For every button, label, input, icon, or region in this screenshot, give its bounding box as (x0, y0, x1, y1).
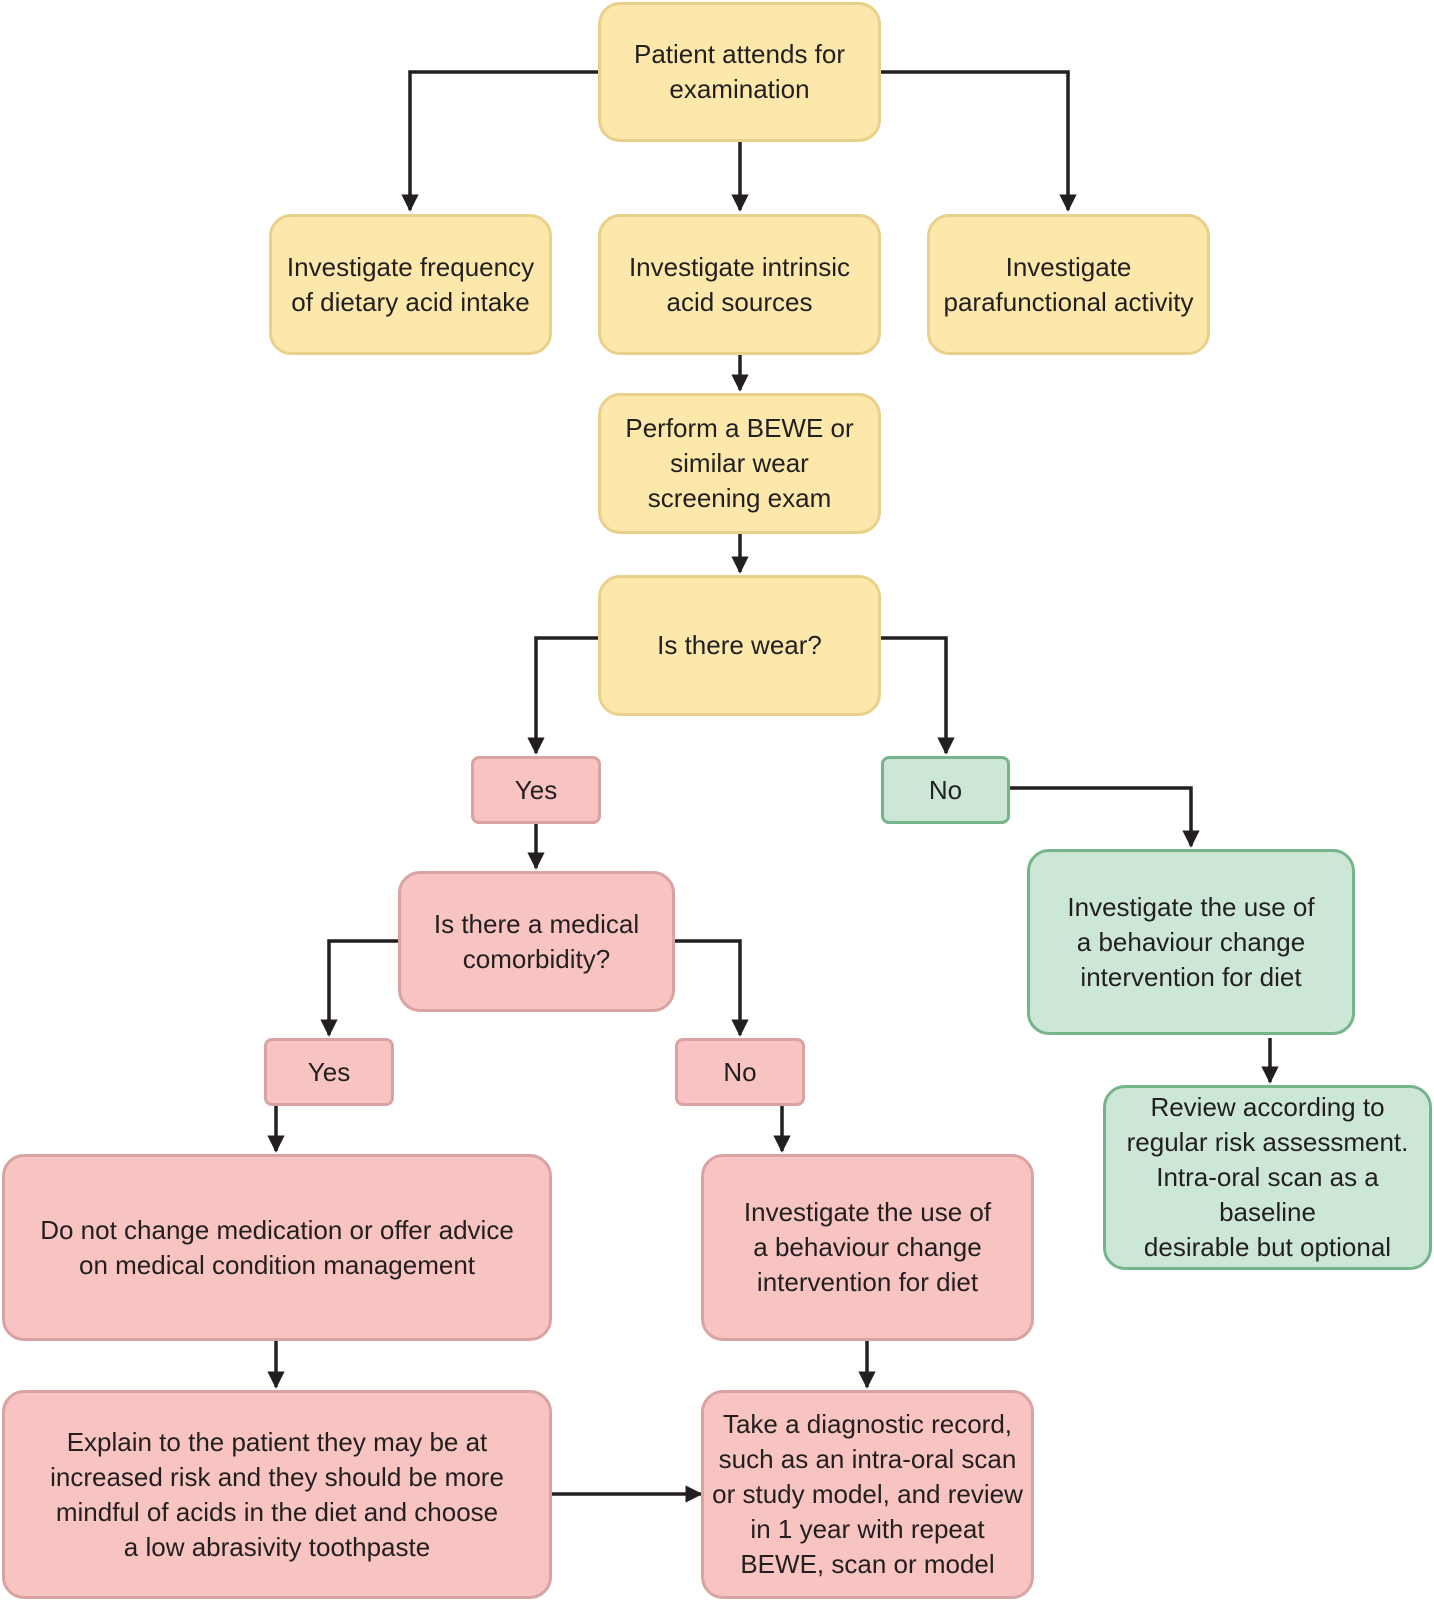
node-comorbidity-no-label: No (723, 1056, 757, 1087)
node-wear-no: No (881, 756, 1010, 824)
node-wear-yes-label: Yes (514, 774, 558, 805)
node-take-diagnostic-record-label: Take a diagnostic record, such as an int… (712, 1409, 1023, 1579)
node-take-diagnostic-record: Take a diagnostic record, such as an int… (701, 1390, 1034, 1599)
node-investigate-dietary-acid-label: Investigate frequency of dietary acid in… (286, 251, 535, 317)
node-investigate-parafunctional-label: Investigate parafunctional activity (943, 251, 1194, 317)
arrow-start-to-dietary (401, 70, 598, 212)
arrow-wear-to-yes (527, 636, 598, 755)
node-is-there-wear-label: Is there wear? (657, 630, 822, 660)
arrow-wear-to-no (881, 636, 955, 755)
node-medical-comorbidity-label: Is there a medical comorbidity? (433, 908, 640, 974)
arrow-start-to-parafunctional (881, 70, 1077, 212)
node-do-not-change-medication: Do not change medication or offer advice… (2, 1154, 552, 1341)
node-review-risk-assessment-label: Review according to regular risk assessm… (1126, 1092, 1409, 1262)
node-patient-attends-label: Patient attends for examination (633, 39, 846, 104)
node-behaviour-change-red: Investigate the use of a behaviour chang… (701, 1154, 1034, 1341)
node-comorbidity-no: No (675, 1038, 805, 1106)
node-investigate-intrinsic-acid: Investigate intrinsic acid sources (598, 214, 881, 355)
node-review-risk-assessment: Review according to regular risk assessm… (1103, 1085, 1432, 1270)
node-investigate-dietary-acid: Investigate frequency of dietary acid in… (269, 214, 552, 355)
node-comorbidity-yes-label: Yes (307, 1056, 351, 1087)
node-perform-bewe-label: Perform a BEWE or similar wear screening… (625, 413, 854, 513)
arrow-comorbidity-to-yes (320, 939, 398, 1037)
node-comorbidity-yes: Yes (264, 1038, 394, 1106)
node-explain-to-patient: Explain to the patient they may be at in… (2, 1390, 552, 1599)
node-behaviour-change-green-label: Investigate the use of a behaviour chang… (1067, 891, 1315, 992)
node-medical-comorbidity: Is there a medical comorbidity? (398, 871, 675, 1012)
node-investigate-intrinsic-acid-label: Investigate intrinsic acid sources (628, 251, 851, 317)
node-wear-yes: Yes (471, 756, 601, 824)
arrow-wear-no-to-behaviour-green (1010, 786, 1200, 848)
node-investigate-parafunctional: Investigate parafunctional activity (927, 214, 1210, 355)
arrow-comorbidity-to-no (675, 939, 749, 1037)
node-perform-bewe: Perform a BEWE or similar wear screening… (598, 393, 881, 534)
node-is-there-wear: Is there wear? (598, 575, 881, 716)
node-patient-attends: Patient attends for examination (598, 2, 881, 142)
node-behaviour-change-green: Investigate the use of a behaviour chang… (1027, 849, 1355, 1035)
node-behaviour-change-red-label: Investigate the use of a behaviour chang… (743, 1197, 992, 1297)
node-do-not-change-medication-label: Do not change medication or offer advice… (40, 1214, 514, 1280)
node-explain-to-patient-label: Explain to the patient they may be at in… (50, 1426, 504, 1562)
node-wear-no-label: No (928, 774, 963, 805)
